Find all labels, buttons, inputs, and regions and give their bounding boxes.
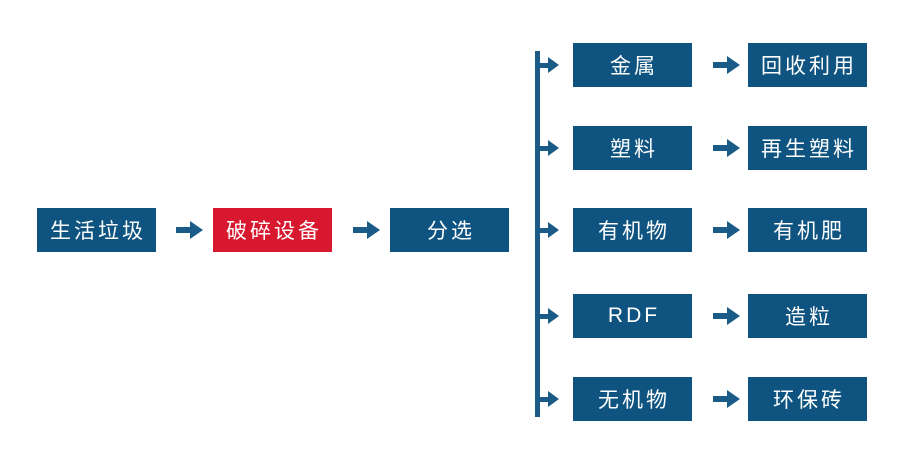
arrow-right-icon	[703, 294, 749, 338]
arrow-right-icon	[343, 208, 389, 252]
node-granulation: 造粒	[748, 294, 867, 338]
node-organic-fertilizer: 有机肥	[748, 208, 867, 252]
node-sorting: 分选	[390, 208, 509, 252]
node-household-waste: 生活垃圾	[37, 208, 156, 252]
node-recycled-plastic: 再生塑料	[748, 126, 867, 170]
arrow-right-icon	[703, 43, 749, 87]
node-inorganic-matter: 无机物	[573, 377, 692, 421]
arrow-right-icon	[703, 126, 749, 170]
arrow-right-icon	[166, 208, 212, 252]
arrow-right-icon	[703, 208, 749, 252]
node-plastic: 塑料	[573, 126, 692, 170]
node-crushing-equipment: 破碎设备	[213, 208, 332, 252]
branch-arrow-icon	[538, 43, 562, 87]
branch-arrow-icon	[538, 294, 562, 338]
node-rdf: RDF	[573, 294, 692, 338]
node-eco-brick: 环保砖	[748, 377, 867, 421]
branch-arrow-icon	[538, 208, 562, 252]
arrow-right-icon	[703, 377, 749, 421]
node-metal: 金属	[573, 43, 692, 87]
node-organic-matter: 有机物	[573, 208, 692, 252]
branch-arrow-icon	[538, 377, 562, 421]
branch-trunk-line	[535, 51, 540, 417]
node-recycling: 回收利用	[748, 43, 867, 87]
branch-arrow-icon	[538, 126, 562, 170]
